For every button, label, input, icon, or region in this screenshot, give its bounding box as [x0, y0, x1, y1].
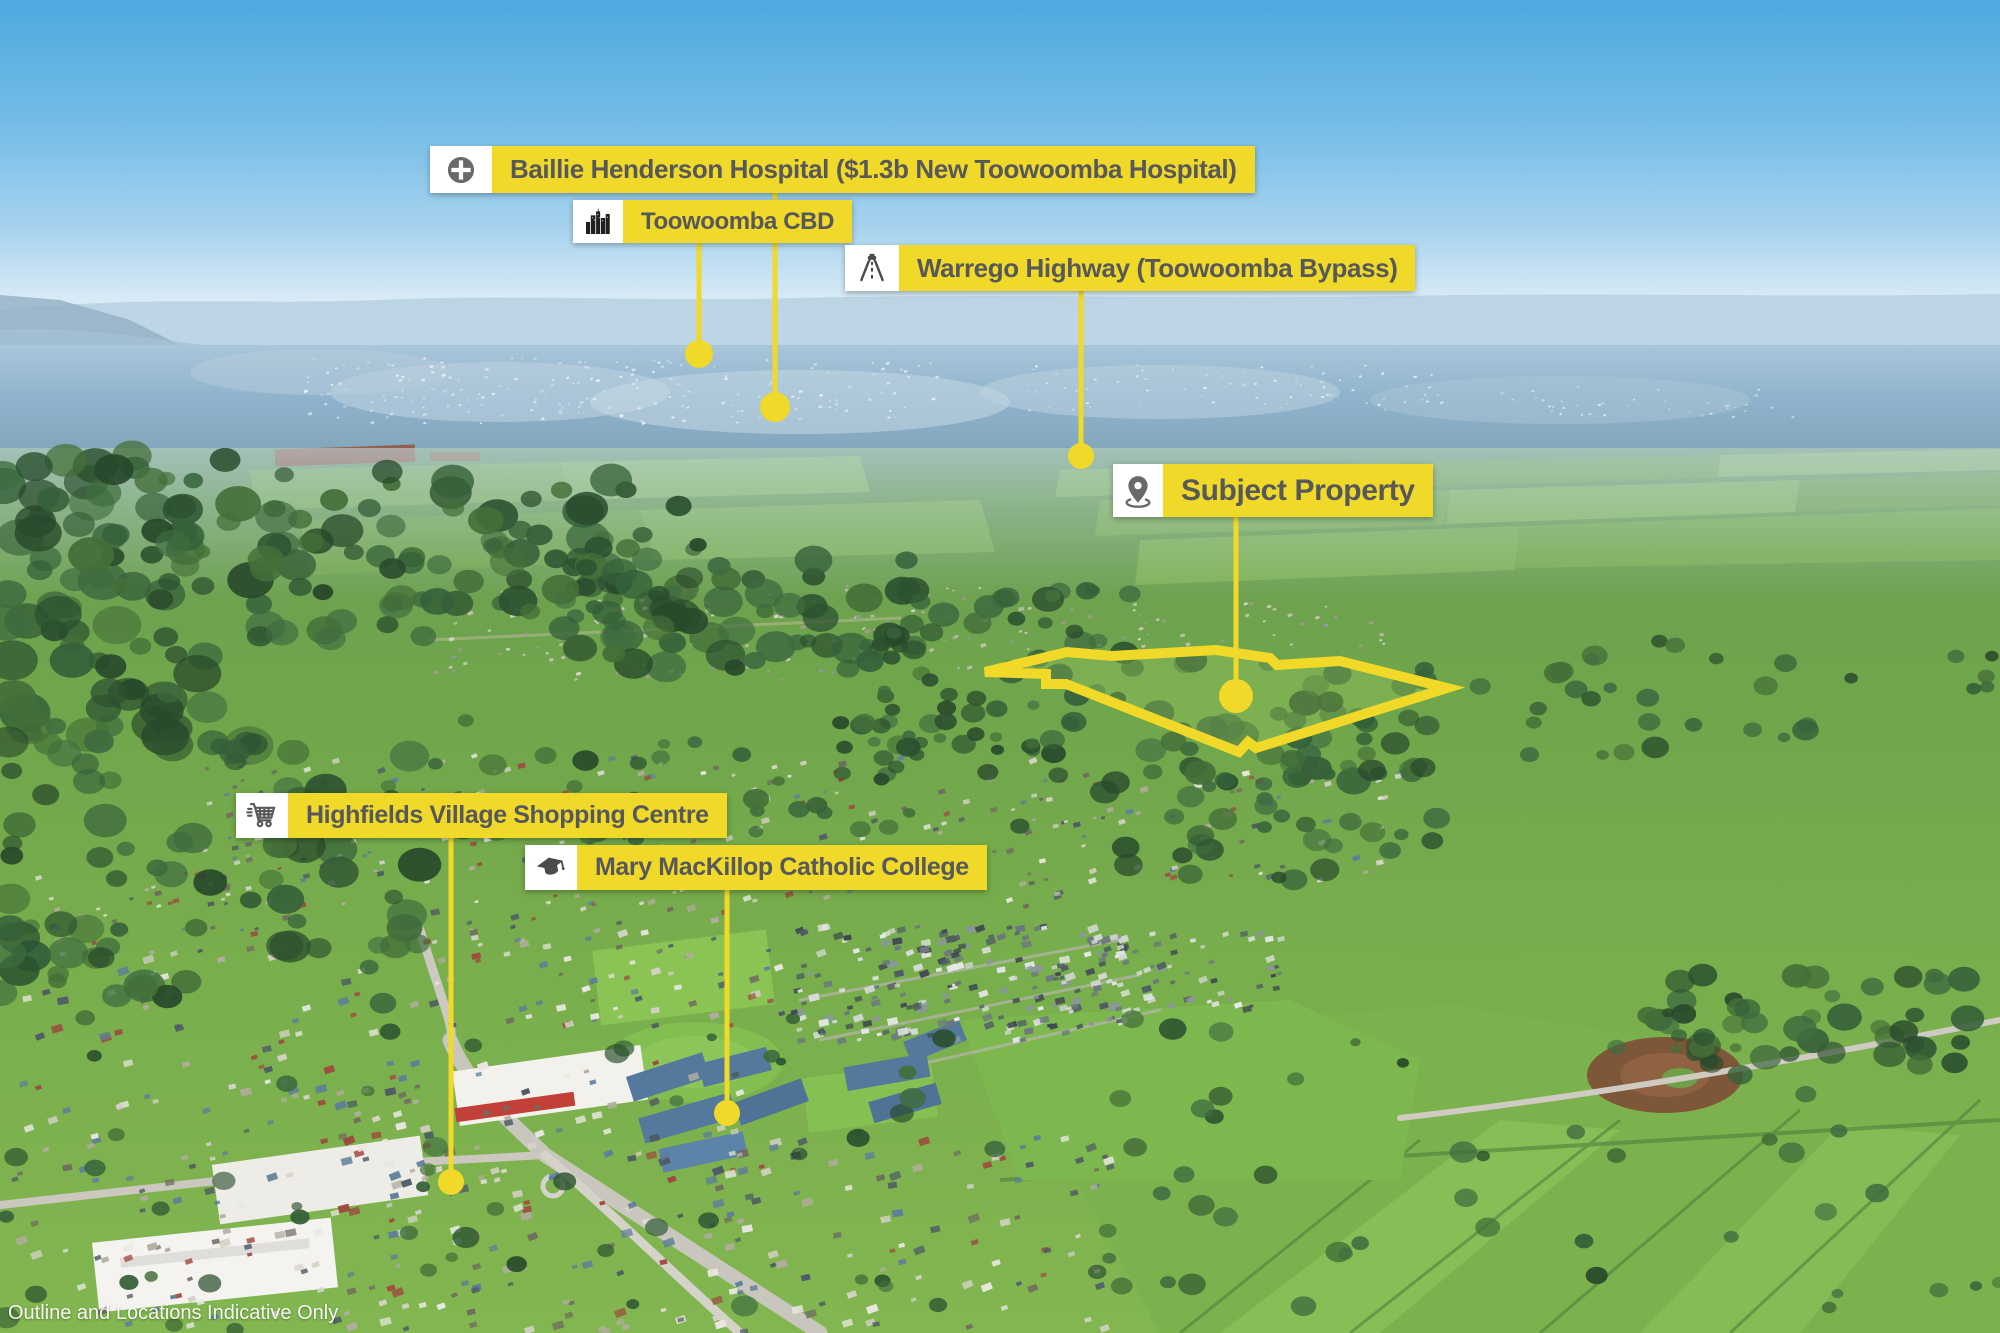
city-buildings-icon: [573, 200, 623, 243]
callout-label: Toowoomba CBD: [623, 200, 852, 243]
disclaimer-text: Outline and Locations Indicative Only: [8, 1302, 339, 1324]
map-pin-icon: [1113, 464, 1163, 517]
callout-label: Warrego Highway (Toowoomba Bypass): [899, 245, 1416, 291]
callout-label: Baillie Henderson Hospital ($1.3b New To…: [492, 146, 1255, 193]
highway-road-icon: [845, 245, 899, 291]
callout-warrego-highway: Warrego Highway (Toowoomba Bypass): [845, 245, 1416, 291]
callout-highfields-village-shopping-centre: Highfields Village Shopping Centre: [236, 793, 727, 838]
callout-label: Mary MacKillop Catholic College: [577, 845, 987, 890]
callout-baillie-henderson-hospital: Baillie Henderson Hospital ($1.3b New To…: [430, 146, 1255, 193]
callout-mary-mackillop-catholic-college: Mary MacKillop Catholic College: [525, 845, 987, 890]
callout-label: Subject Property: [1163, 464, 1433, 517]
shopping-cart-icon: [236, 793, 288, 838]
hospital-cross-icon: [430, 146, 492, 193]
callout-subject-property: Subject Property: [1113, 464, 1433, 517]
callout-toowoomba-cbd: Toowoomba CBD: [573, 200, 852, 243]
graduation-cap-icon: [525, 845, 577, 890]
callout-label: Highfields Village Shopping Centre: [288, 793, 727, 838]
